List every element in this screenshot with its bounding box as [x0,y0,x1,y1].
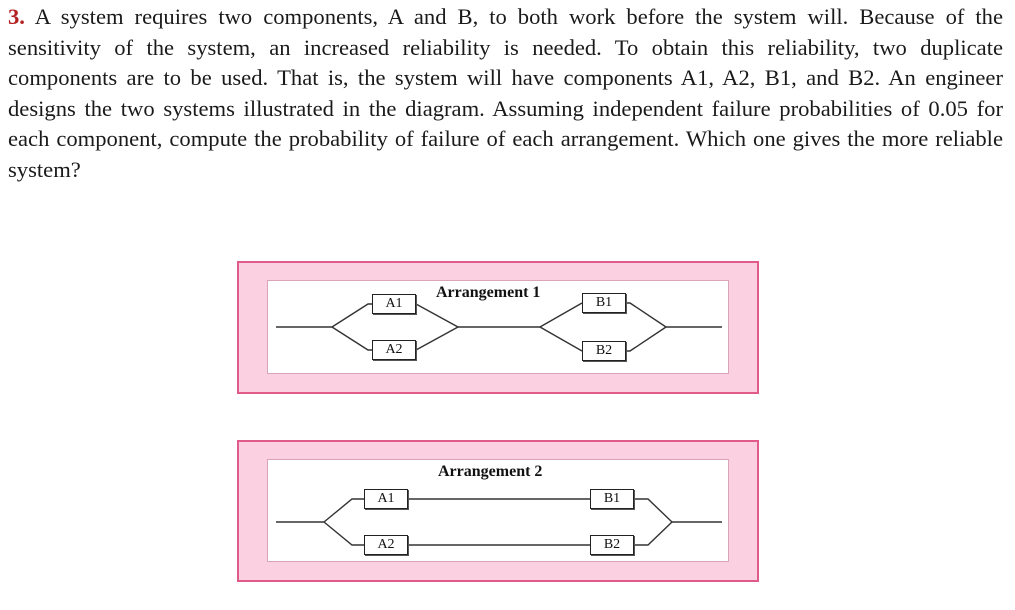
arrangement-2-panel: A1 A2 B1 B2 Arrangement 2 [237,440,759,582]
component-b2: B2 [590,535,634,555]
arrangement-2-diagram: A1 A2 B1 B2 Arrangement 2 [267,459,729,562]
problem-number: 3. [8,4,25,29]
problem-statement: 3. A system requires two components, A a… [8,2,1003,185]
arrangement-1-diagram: A1 A2 B1 B2 Arrangement 1 [267,280,729,374]
component-b1: B1 [590,489,634,509]
component-a2: A2 [364,535,408,555]
problem-text: A system requires two components, A and … [8,4,1003,182]
component-a2: A2 [372,340,416,360]
arrangement-1-panel: A1 A2 B1 B2 Arrangement 1 [237,261,759,394]
component-b2: B2 [582,341,626,361]
arrangement-1-title: Arrangement 1 [436,284,541,301]
component-a1: A1 [364,489,408,509]
component-a1: A1 [372,294,416,314]
component-b1: B1 [582,293,626,313]
arrangement-1-wiring [276,302,722,352]
arrangement-2-title: Arrangement 2 [438,463,543,480]
arrangement-2-wiring [276,498,722,546]
